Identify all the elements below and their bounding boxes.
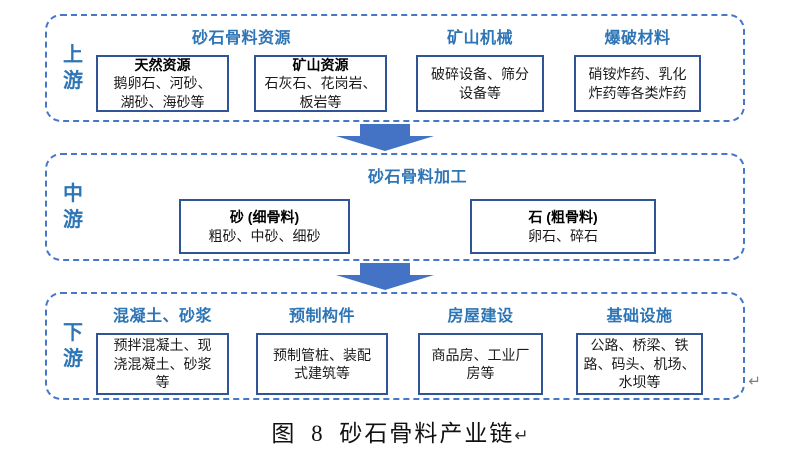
section-upstream: 上游 砂石骨料资源 天然资源 鹅卵石、河砂、 湖砂、海砂等 矿山资源 石灰石、花… xyxy=(45,14,745,122)
down-arrow-icon xyxy=(35,261,735,292)
box-title: 砂 (细骨料) xyxy=(229,209,300,226)
group-header-infrastructure: 基础设施 xyxy=(606,308,673,325)
box-infrastructure: 公路、桥梁、铁 路、码头、机场、 水坝等 xyxy=(576,333,703,395)
group-blasting-materials: 爆破材料 硝铵炸药、乳化 炸药等各类炸药 xyxy=(574,24,701,112)
box-title: 天然资源 xyxy=(134,56,191,73)
section-midstream: 中游 砂石骨料加工 砂 (细骨料) 粗砂、中砂、细砂 石 (粗骨料) 卵石、碎石 xyxy=(45,153,745,261)
box-concrete-mortar: 预拌混凝土、现 浇混凝土、砂浆 等 xyxy=(96,333,229,395)
midstream-content: 砂石骨料加工 砂 (细骨料) 粗砂、中砂、细砂 石 (粗骨料) 卵石、碎石 xyxy=(92,155,743,259)
group-mining-machinery: 矿山机械 破碎设备、筛分 设备等 xyxy=(416,24,544,112)
figure-caption: 图 8 砂石骨料产业链↵ xyxy=(0,414,800,448)
group-header-aggregate-processing: 砂石骨料加工 xyxy=(367,169,467,186)
box-body: 预制管桩、装配 式建筑等 xyxy=(273,346,371,381)
box-body: 预拌混凝土、现 浇混凝土、砂浆 等 xyxy=(113,337,212,391)
group-header-aggregate-resources: 砂石骨料资源 xyxy=(191,30,291,47)
box-housing-construction: 商品房、工业厂 房等 xyxy=(418,333,543,395)
box-prefab-components: 预制管桩、装配 式建筑等 xyxy=(256,333,388,395)
downstream-content: 混凝土、砂浆 预拌混凝土、现 浇混凝土、砂浆 等 预制构件 预制管桩、装配 式建… xyxy=(92,294,743,398)
group-housing-construction: 房屋建设 商品房、工业厂 房等 xyxy=(418,302,543,395)
down-arrow-icon xyxy=(35,122,735,153)
figure-caption-text: 图 8 砂石骨料产业链 xyxy=(271,421,515,446)
box-sand-fine-aggregate: 砂 (细骨料) 粗砂、中砂、细砂 xyxy=(179,199,350,254)
box-body: 鹅卵石、河砂、 湖砂、海砂等 xyxy=(113,75,212,110)
section-label-downstream: 下游 xyxy=(63,322,83,370)
group-infrastructure: 基础设施 公路、桥梁、铁 路、码头、机场、 水坝等 xyxy=(576,302,703,395)
group-header-concrete-mortar: 混凝土、砂浆 xyxy=(112,308,212,325)
box-body: 石灰石、花岗岩、 板岩等 xyxy=(264,75,377,110)
section-label-upstream: 上游 xyxy=(63,44,83,92)
group-prefab-components: 预制构件 预制管桩、装配 式建筑等 xyxy=(256,302,388,395)
group-aggregate-resources: 砂石骨料资源 天然资源 鹅卵石、河砂、 湖砂、海砂等 矿山资源 石灰石、花岗岩、… xyxy=(96,24,387,112)
group-header-mining-machinery: 矿山机械 xyxy=(446,30,513,47)
box-body: 粗砂、中砂、细砂 xyxy=(208,227,321,244)
group-concrete-mortar: 混凝土、砂浆 预拌混凝土、现 浇混凝土、砂浆 等 xyxy=(96,302,229,395)
box-natural-resources: 天然资源 鹅卵石、河砂、 湖砂、海砂等 xyxy=(96,55,229,112)
box-stone-coarse-aggregate: 石 (粗骨料) 卵石、碎石 xyxy=(470,199,656,254)
box-body: 公路、桥梁、铁 路、码头、机场、 水坝等 xyxy=(583,337,696,391)
group-header-blasting-materials: 爆破材料 xyxy=(604,30,671,47)
section-label-midstream: 中游 xyxy=(63,183,83,231)
box-body: 硝铵炸药、乳化 炸药等各类炸药 xyxy=(588,66,687,101)
box-body: 卵石、碎石 xyxy=(528,227,598,244)
box-title: 石 (粗骨料) xyxy=(528,209,598,226)
box-body: 破碎设备、筛分 设备等 xyxy=(431,66,529,101)
upstream-content: 砂石骨料资源 天然资源 鹅卵石、河砂、 湖砂、海砂等 矿山资源 石灰石、花岗岩、… xyxy=(92,16,743,120)
box-blasting-materials: 硝铵炸药、乳化 炸药等各类炸药 xyxy=(574,55,701,112)
box-title: 矿山资源 xyxy=(292,56,349,73)
box-mine-resources: 矿山资源 石灰石、花岗岩、 板岩等 xyxy=(254,55,387,112)
box-mining-machinery: 破碎设备、筛分 设备等 xyxy=(416,55,544,112)
box-body: 商品房、工业厂 房等 xyxy=(431,346,530,381)
return-mark-icon: ↵ xyxy=(514,426,529,446)
return-mark-icon: ↵ xyxy=(748,372,761,390)
group-header-prefab-components: 预制构件 xyxy=(288,308,355,325)
section-downstream: 下游 混凝土、砂浆 预拌混凝土、现 浇混凝土、砂浆 等 预制构件 预制管桩、装配… xyxy=(45,292,761,400)
industry-chain-diagram: 上游 砂石骨料资源 天然资源 鹅卵石、河砂、 湖砂、海砂等 矿山资源 石灰石、花… xyxy=(45,14,761,400)
group-header-housing-construction: 房屋建设 xyxy=(447,308,514,325)
